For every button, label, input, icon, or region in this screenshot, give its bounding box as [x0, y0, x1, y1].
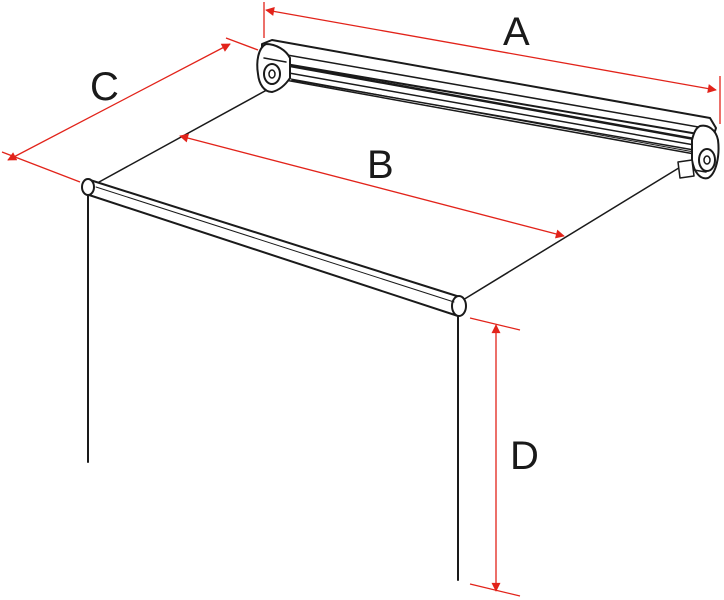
left-end-cap: [256, 43, 291, 93]
dimension-a: [263, 2, 721, 124]
right-end-cap: [677, 124, 720, 180]
support-legs: [87, 195, 459, 581]
dimension-b: [179, 133, 565, 239]
dimension-d: [469, 317, 521, 597]
awning-drawing: [81, 39, 720, 581]
label-d: D: [510, 434, 539, 478]
label-c: C: [90, 65, 119, 109]
label-b: B: [367, 143, 394, 187]
label-a: A: [503, 10, 530, 54]
dimension-c: [1, 37, 259, 183]
